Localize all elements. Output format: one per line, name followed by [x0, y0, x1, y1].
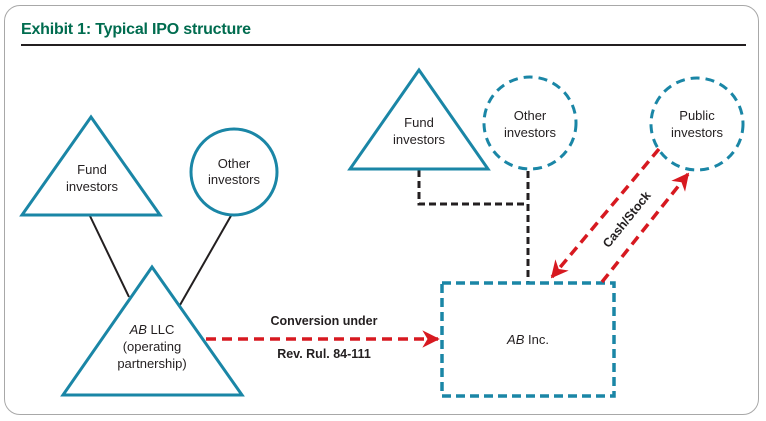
triangle-shape: [347, 67, 491, 171]
triangle-shape: [60, 264, 245, 397]
node-label-line2: investors: [208, 172, 261, 187]
node-fund-investors-left: Fund investors: [19, 114, 163, 217]
dashed-box-shape: [440, 281, 616, 398]
node-label: AB Inc.: [506, 332, 549, 347]
node-label-line2: (operating: [123, 339, 182, 354]
node-label-line1: AB LLC: [129, 322, 175, 337]
node-label-line2: investors: [504, 125, 557, 140]
node-label-line1: Fund: [77, 162, 107, 177]
node-label-line2: investors: [66, 179, 119, 194]
conversion-label-bottom: Rev. Rul. 84-111: [277, 347, 371, 361]
node-label-line1: Other: [514, 108, 547, 123]
cash-stock-arrow-to-inc: [550, 147, 661, 279]
node-ab-inc: AB Inc.: [440, 281, 616, 398]
cash-stock-label: Cash/Stock: [600, 189, 654, 251]
node-public-investors: Public investors: [649, 76, 745, 172]
node-label-line2: investors: [393, 132, 446, 147]
node-fund-investors-right: Fund investors: [347, 67, 491, 171]
connector-fund-other-to-inc: [417, 170, 528, 206]
entity-suffix: Inc.: [524, 332, 549, 347]
italic-entity: AB: [129, 322, 148, 337]
italic-entity: AB: [506, 332, 525, 347]
triangle-shape: [19, 114, 163, 217]
connector-other-to-llc: [179, 213, 233, 306]
node-label-line3: partnership): [117, 356, 186, 371]
node-label-line1: Public: [679, 108, 715, 123]
conversion-label-top: Conversion under: [271, 314, 378, 328]
dashed-circle-shape: [482, 75, 578, 171]
node-ab-llc: AB LLC (operating partnership): [60, 264, 245, 397]
connector-fund-to-llc: [89, 215, 130, 298]
node-label-line2: investors: [671, 125, 724, 140]
title-divider: [21, 44, 746, 46]
node-other-investors-right: Other investors: [482, 75, 578, 171]
node-other-investors-left: Other investors: [189, 127, 279, 217]
exhibit-title: Exhibit 1: Typical IPO structure: [21, 21, 251, 38]
cash-stock-arrow-to-public: [600, 172, 690, 284]
node-label-line1: Other: [218, 156, 251, 171]
entity-suffix: LLC: [147, 322, 174, 337]
circle-shape: [189, 127, 279, 217]
node-label-line1: Fund: [404, 115, 434, 130]
dashed-circle-shape: [649, 76, 745, 172]
